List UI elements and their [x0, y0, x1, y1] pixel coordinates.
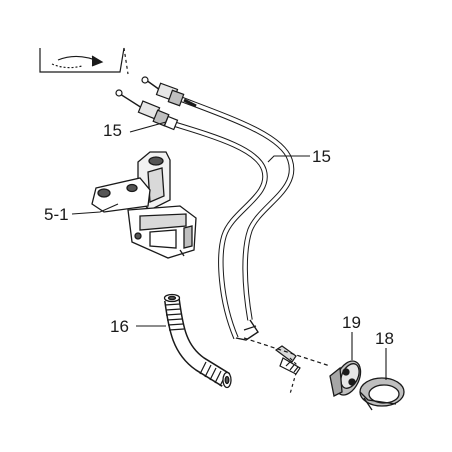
cable-end-upper	[141, 76, 197, 108]
callout-cable-left: 15	[103, 121, 122, 140]
callout-cover: 18	[375, 329, 394, 348]
leader-lines	[71, 121, 387, 380]
leader-bracket	[71, 203, 119, 215]
callout-grommet: 19	[342, 313, 361, 332]
grommet-part	[329, 360, 362, 397]
leader-cable-left	[129, 121, 167, 133]
bolt-part	[243, 337, 331, 395]
callout-hose: 16	[110, 317, 129, 336]
partial-view-frame	[39, 47, 129, 75]
callout-bracket: 5-1	[44, 205, 69, 224]
cover-part	[359, 377, 405, 411]
throttle-cables	[173, 95, 295, 341]
callout-cable-right: 15	[312, 147, 331, 166]
hose-part	[163, 293, 232, 389]
bracket-part	[91, 151, 197, 259]
cable-end-lower	[115, 89, 179, 131]
leader-cable-right	[267, 155, 310, 163]
